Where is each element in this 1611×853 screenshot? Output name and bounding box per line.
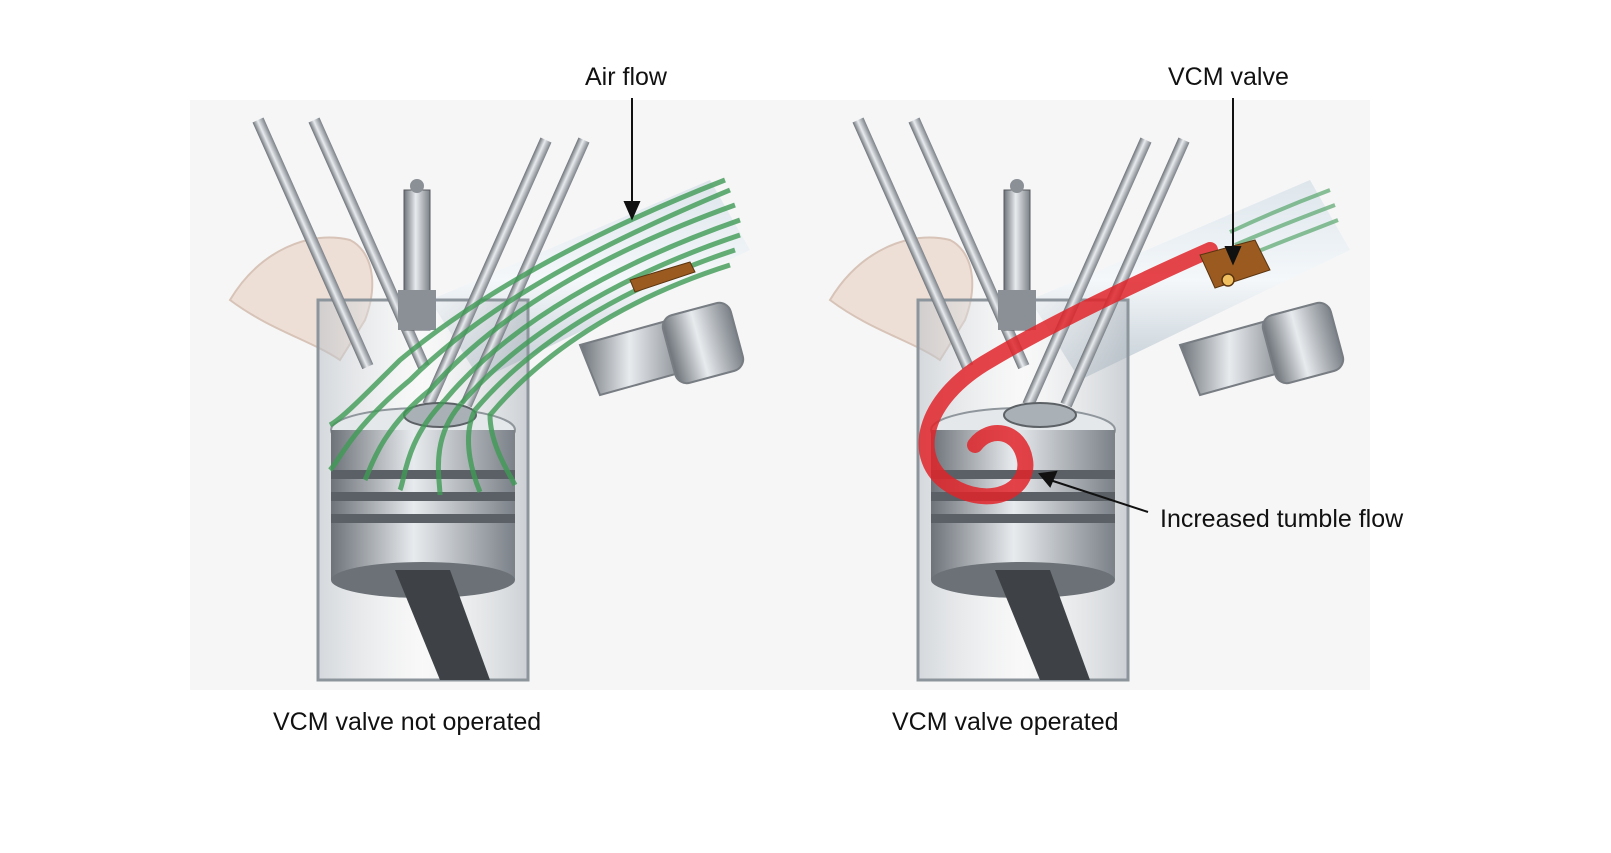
vcm-valve-plate xyxy=(629,261,696,293)
callout-arrows xyxy=(623,98,1242,513)
air-flow-label: Air flow xyxy=(585,63,667,91)
tumble-flow-label: Increased tumble flow xyxy=(1160,505,1404,533)
left-engine-drawing xyxy=(228,116,752,682)
caption-operated: VCM valve operated xyxy=(892,708,1119,736)
left-diagram-background xyxy=(190,100,910,690)
caption-not-operated: VCM valve not operated xyxy=(273,708,542,736)
vcm-valve-plate-operated xyxy=(1199,239,1271,289)
vcm-valve-label: VCM valve xyxy=(1168,63,1289,91)
right-engine-drawing xyxy=(828,116,1352,682)
tumble-flow-path xyxy=(918,242,1218,505)
